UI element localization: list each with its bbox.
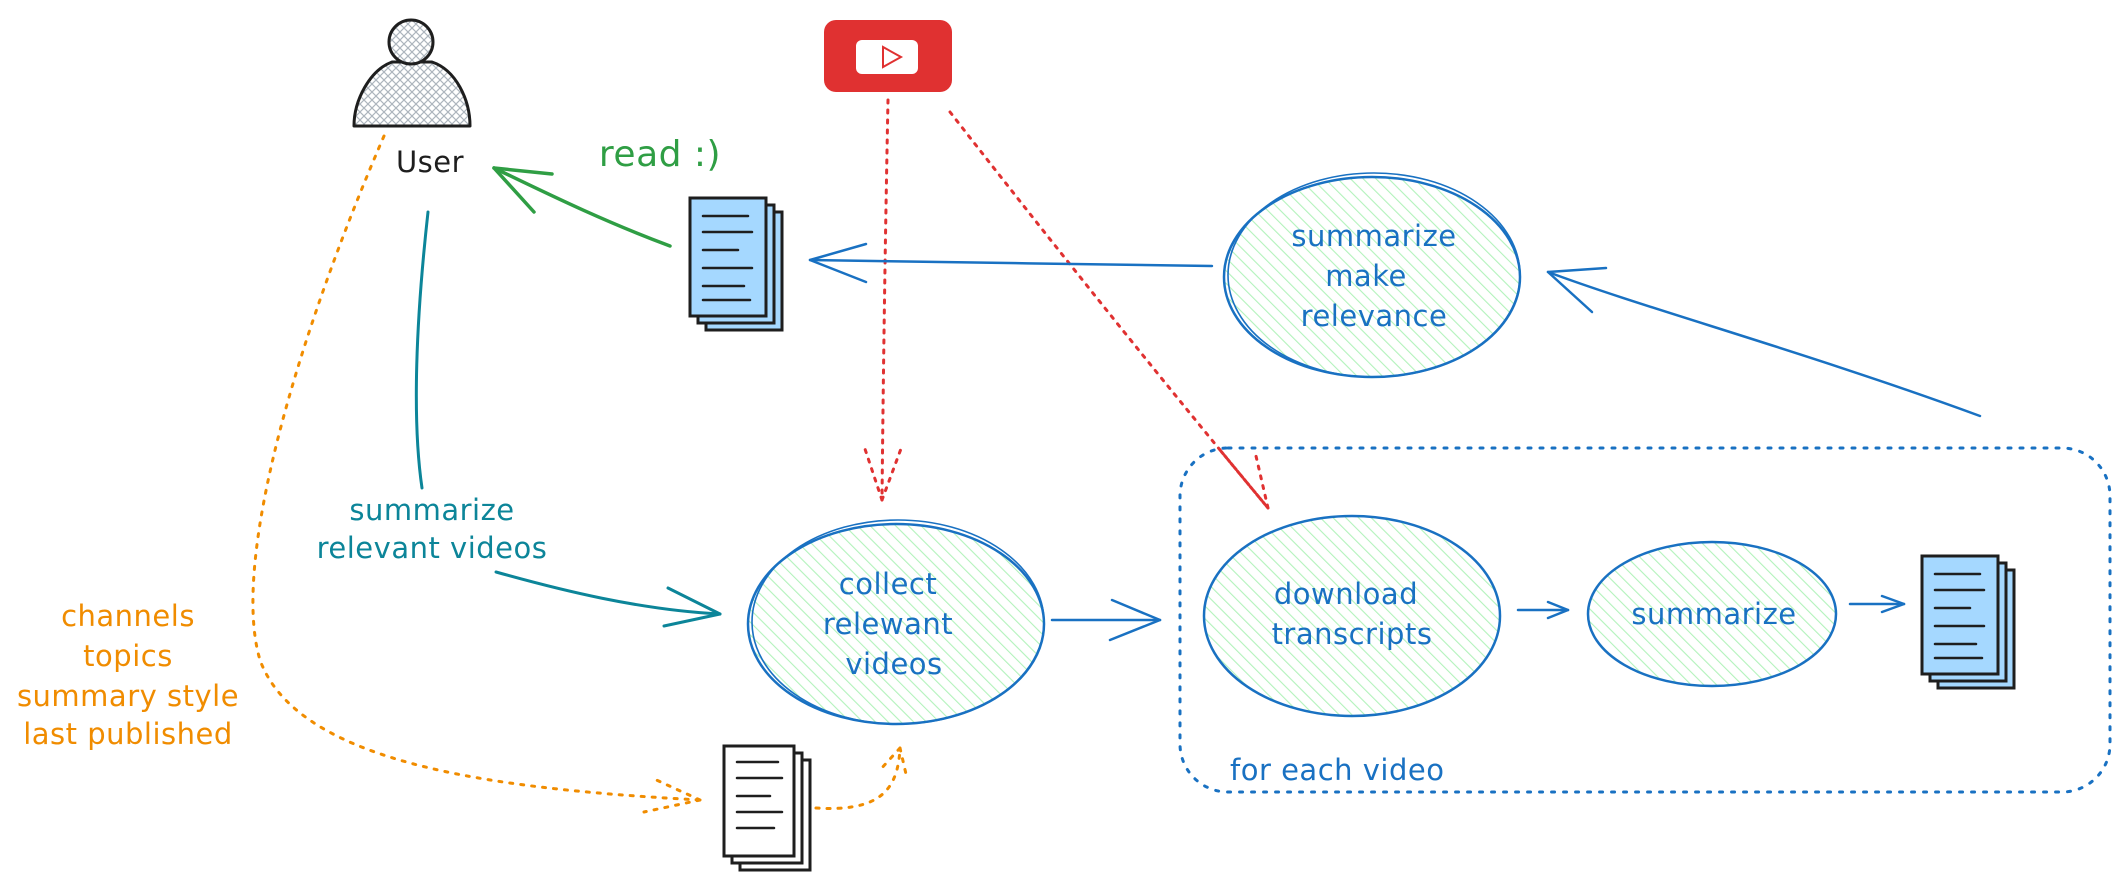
container-to-summarize-make-arrow <box>1546 266 1982 418</box>
svg-text:channels: channels <box>61 599 195 633</box>
svg-text:summarize: summarize <box>1291 219 1456 253</box>
svg-text:topics: topics <box>83 639 173 673</box>
collect-videos-label: collect relewant videos <box>823 567 953 681</box>
youtube-to-download-arrow <box>948 110 1270 510</box>
for-each-video-container <box>1178 446 2112 794</box>
doc-to-collect-arrow <box>814 746 908 810</box>
inputs-label: channels topics summary style last publi… <box>17 599 239 751</box>
svg-text:last published: last published <box>23 717 233 751</box>
summarize-label: summarize <box>1631 597 1796 631</box>
svg-text:summarize: summarize <box>349 493 514 527</box>
download-to-summarize-arrow <box>1516 600 1570 620</box>
download-transcripts-node <box>1202 514 1502 718</box>
summarize-to-doc-arrow <box>1848 594 1906 614</box>
svg-text:relevant videos: relevant videos <box>317 531 548 565</box>
for-each-video-label: for each video <box>1230 753 1444 787</box>
document-stack-icon <box>688 196 784 332</box>
svg-text:transcripts: transcripts <box>1272 617 1433 651</box>
svg-text:videos: videos <box>845 647 942 681</box>
user-to-collect-arrow <box>414 210 722 628</box>
youtube-icon <box>824 20 952 92</box>
collect-videos-node <box>746 519 1046 726</box>
read-label: read :) <box>599 134 721 175</box>
youtube-to-collect-arrow <box>862 98 904 502</box>
document-stack-icon <box>722 744 812 872</box>
summarize-make-relevance-label: summarize make relevance <box>1291 219 1456 333</box>
svg-text:summary style: summary style <box>17 679 239 713</box>
document-stack-icon <box>1920 554 2016 690</box>
svg-text:download: download <box>1274 577 1418 611</box>
download-transcripts-label: download transcripts <box>1272 577 1433 651</box>
user-label: User <box>396 145 464 179</box>
svg-text:collect: collect <box>839 567 937 601</box>
collect-to-download-arrow <box>1050 598 1162 642</box>
user-icon <box>352 18 472 128</box>
svg-text:relevance: relevance <box>1301 299 1448 333</box>
summarize-node <box>1586 540 1838 688</box>
svg-text:make: make <box>1325 259 1407 293</box>
doc-to-user-arrow <box>492 166 672 248</box>
summarize-make-relevance-node <box>1222 172 1522 379</box>
summarize-make-to-doc-arrow <box>808 242 1214 284</box>
summarize-relevant-label: summarize relevant videos <box>317 493 548 565</box>
user-to-inputs-arrow <box>251 134 702 814</box>
svg-text:relewant: relewant <box>823 607 953 641</box>
